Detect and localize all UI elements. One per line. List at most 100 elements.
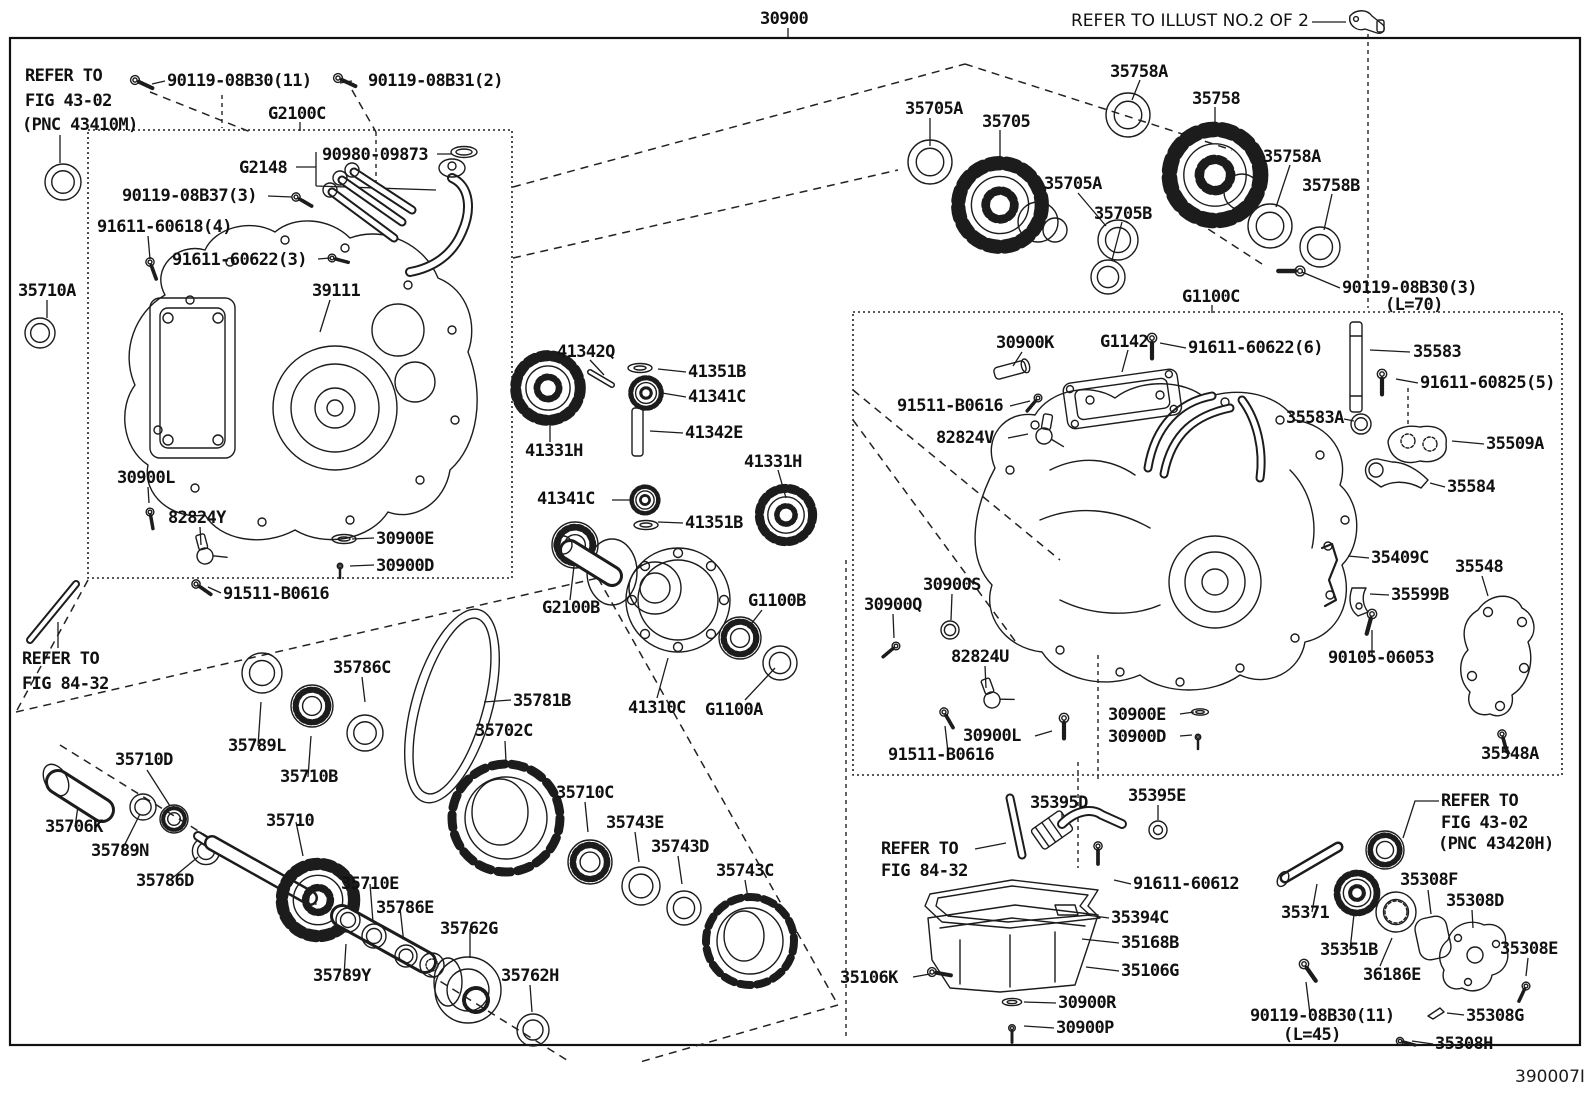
part-label: 35789L: [228, 736, 286, 756]
part-label: 35710C: [556, 783, 614, 803]
right-box-fasteners-drawing: [878, 321, 1535, 755]
part-label: 35706K: [45, 817, 104, 837]
part-label: 41341C: [537, 489, 595, 509]
part-label: 35743C: [716, 861, 774, 881]
figure-code: 390007I: [1515, 1067, 1585, 1087]
part-label: 35789Y: [313, 966, 372, 986]
main-part-number: 30900: [760, 9, 809, 29]
part-label: 35106G: [1121, 961, 1179, 981]
part-label: 30900K: [996, 333, 1055, 353]
part-label: 35106K: [840, 968, 899, 988]
part-label: 35710A: [18, 281, 76, 301]
part-label: 41331H: [744, 452, 802, 472]
part-label: 91611-60622(6): [1188, 338, 1323, 358]
oil-pump-group-drawing: [1276, 831, 1533, 1051]
transmission-case-drawing: [974, 383, 1358, 691]
part-label: 35789N: [91, 841, 149, 861]
part-label: 35548: [1455, 557, 1504, 577]
part-label: 30900E: [1108, 705, 1166, 725]
part-label: 82824V: [936, 428, 994, 448]
part-label: 91511-B0616: [888, 745, 994, 765]
part-label: REFER TO: [881, 839, 958, 859]
part-label: 30900L: [117, 468, 175, 488]
part-label: 90980-09873: [322, 145, 428, 165]
part-label: 35762H: [501, 966, 559, 986]
part-label: 35710D: [115, 750, 173, 770]
cvt-belt-and-drums-drawing: [403, 608, 798, 989]
part-label: (L=45): [1283, 1025, 1341, 1045]
leader-lines: [46, 21, 1529, 1045]
part-label: 35509A: [1486, 434, 1544, 454]
part-label: 90119-08B31(2): [368, 71, 503, 91]
control-valve-cover-drawing: [1062, 368, 1183, 430]
part-label: 30900D: [1108, 727, 1166, 747]
part-label: G1142: [1100, 332, 1148, 352]
part-label: 82824Y: [168, 508, 227, 528]
part-label: 35705A: [905, 99, 963, 119]
part-label: 35758A: [1263, 147, 1321, 167]
part-label: 35308G: [1466, 1006, 1524, 1026]
part-label: 35786C: [333, 658, 391, 678]
part-label: G2100B: [542, 598, 600, 618]
part-label: 30900L: [963, 726, 1021, 746]
part-label: 91611-60622(3): [172, 250, 307, 270]
part-label: 35758: [1192, 89, 1241, 109]
part-label: 91611-60825(5): [1420, 373, 1555, 393]
part-label: G1100A: [705, 700, 763, 720]
part-label: 30900D: [376, 556, 434, 576]
part-label: 35308E: [1500, 939, 1558, 959]
part-label: 35583: [1413, 342, 1462, 362]
part-label: 35409C: [1371, 548, 1429, 568]
input-gear-drawing: [1105, 92, 1341, 276]
counter-driven-gear-drawing: [907, 139, 1139, 295]
transaxle-case-drawing: [124, 220, 478, 541]
diagram-border: [8, 36, 1582, 1047]
part-label: 35599B: [1391, 585, 1449, 605]
part-label: 41351B: [688, 362, 746, 382]
part-label: G2148: [239, 158, 288, 178]
part-label: 35710B: [280, 767, 338, 787]
part-label: 35308F: [1400, 870, 1458, 890]
oil-pan-group-drawing: [924, 793, 1168, 1044]
part-label: 41331H: [525, 441, 583, 461]
part-label: 35308D: [1446, 891, 1504, 911]
part-label: 41351B: [685, 513, 743, 533]
differential-drawing: [516, 356, 813, 681]
part-label: 36186E: [1363, 965, 1421, 985]
part-label: 91511-B0616: [223, 584, 329, 604]
part-label: 35710: [266, 811, 315, 831]
part-label: 35758A: [1110, 62, 1168, 82]
part-label: 90119-08B30(11): [1250, 1006, 1395, 1026]
part-label: 30900R: [1058, 993, 1117, 1013]
part-label: (PNC 43420H): [1438, 834, 1554, 854]
filler-pipe-drawing: [322, 145, 478, 277]
part-label: 35583A: [1286, 408, 1344, 428]
part-label: 35758B: [1302, 176, 1360, 196]
part-label: REFER TO: [1441, 791, 1518, 811]
part-label: 91511-B0616: [897, 396, 1003, 416]
group-box-g1100c: [852, 311, 1563, 776]
part-label: 90119-08B30(3): [1342, 278, 1477, 298]
part-label: 35710E: [341, 874, 399, 894]
part-label: FIG 84-32: [881, 861, 968, 881]
construction-lines-fine: [221, 34, 1409, 1040]
part-label: (L=70): [1385, 295, 1443, 315]
part-label: 91611-60612: [1133, 874, 1239, 894]
part-label: 35308H: [1435, 1034, 1493, 1054]
part-label: 35705A: [1044, 174, 1102, 194]
part-label: G1100C: [1182, 287, 1240, 307]
clamp-drawing: [1349, 10, 1385, 35]
part-label: G2100C: [268, 104, 326, 124]
part-label: 35781B: [513, 691, 571, 711]
part-label: 30900S: [923, 575, 981, 595]
part-label: 35762G: [440, 919, 498, 939]
part-label: 35743D: [651, 837, 709, 857]
part-label: 35168B: [1121, 933, 1179, 953]
part-label: 35705B: [1094, 204, 1152, 224]
part-label: 30900E: [376, 529, 434, 549]
part-label: 82824U: [951, 647, 1009, 667]
part-label: (PNC 43410M): [22, 115, 138, 135]
